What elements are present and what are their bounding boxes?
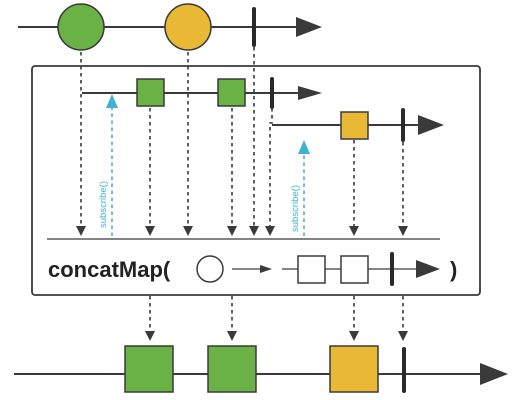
inner-2-arrow-icon [418, 115, 444, 135]
subscribe-label: subscribe() [290, 185, 301, 232]
operator-name: concatMap( [48, 257, 171, 282]
inner-2-drop-lines [349, 140, 408, 236]
input-circle-icon [196, 255, 224, 283]
drop-arrow-icon [398, 331, 408, 341]
drop-arrow-icon [265, 226, 275, 236]
subscribe-arrow-2: subscribe() [290, 140, 310, 236]
source-green-circle [57, 3, 105, 51]
subscribe-arrow-icon [106, 94, 118, 108]
drop-arrow-icon [249, 226, 259, 236]
source-stream [18, 3, 322, 51]
operator-label: concatMap( ) [48, 252, 457, 286]
inner-1-green-square [136, 78, 165, 107]
mapping-arrow-icon [260, 265, 272, 273]
inner-1-drop-lines [145, 108, 275, 236]
drop-arrow-icon [349, 226, 359, 236]
inner-1-green-square [217, 78, 246, 107]
template-square-icon [340, 255, 369, 284]
source-yellow-circle [164, 3, 212, 51]
drop-arrow-icon [227, 331, 237, 341]
output-stream [14, 345, 508, 393]
inner-stream-2 [272, 108, 444, 142]
drop-arrow-icon [349, 331, 359, 341]
drop-arrow-icon [183, 226, 193, 236]
output-drop-lines [145, 296, 408, 341]
inner-1-arrow-icon [298, 86, 322, 100]
template-square-icon [297, 255, 326, 284]
drop-arrow-icon [145, 331, 155, 341]
inner-stream-1 [82, 77, 322, 109]
source-drop-lines [76, 47, 259, 236]
drop-arrow-icon [145, 226, 155, 236]
output-green-square [124, 345, 174, 393]
subscribe-arrow-icon [298, 140, 310, 154]
subscribe-arrow-1: subscribe() [98, 94, 118, 236]
source-arrow-icon [296, 17, 322, 37]
drop-arrow-icon [398, 226, 408, 236]
output-template-arrow-icon [416, 260, 440, 278]
output-yellow-square [329, 345, 379, 393]
drop-arrow-icon [227, 226, 237, 236]
operator-close-paren: ) [450, 257, 457, 282]
output-arrow-icon [480, 363, 508, 385]
drop-arrow-icon [76, 226, 86, 236]
inner-2-yellow-square [340, 111, 369, 140]
drop-line [269, 108, 273, 228]
subscribe-label: subscribe() [98, 181, 109, 228]
output-green-square [207, 345, 257, 393]
